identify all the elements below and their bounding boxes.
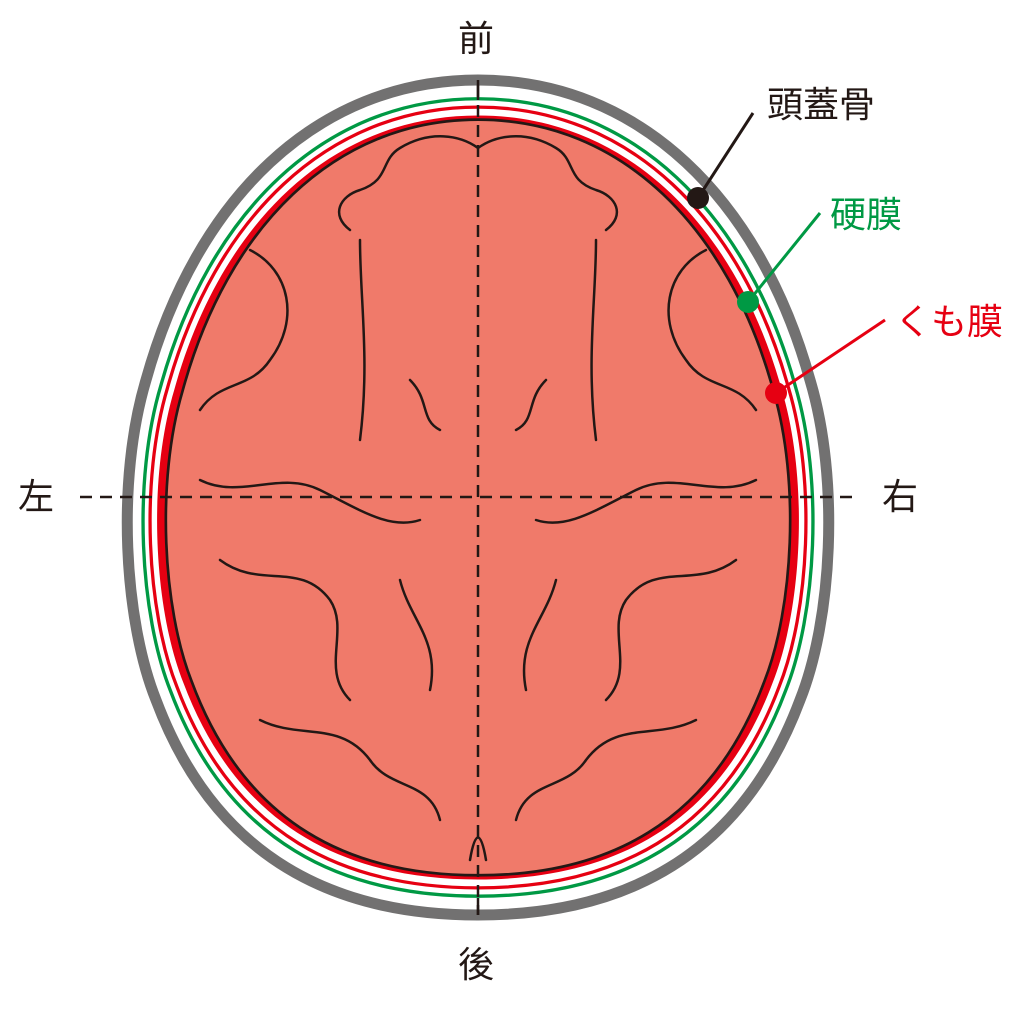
label-front: 前 [458, 19, 495, 60]
label-arachnoid: くも膜 [895, 302, 1004, 343]
label-dura: 硬膜 [830, 195, 903, 236]
leader-lines [687, 112, 886, 404]
brain-gyri [198, 135, 758, 862]
axis-lines [80, 85, 860, 915]
label-left: 左 [18, 477, 55, 518]
dura-marker [737, 291, 759, 313]
skull-marker [687, 187, 709, 209]
arachnoid-marker [765, 382, 787, 404]
label-skull: 頭蓋骨 [767, 85, 876, 126]
label-right: 右 [882, 477, 919, 518]
label-back: 後 [458, 945, 495, 986]
